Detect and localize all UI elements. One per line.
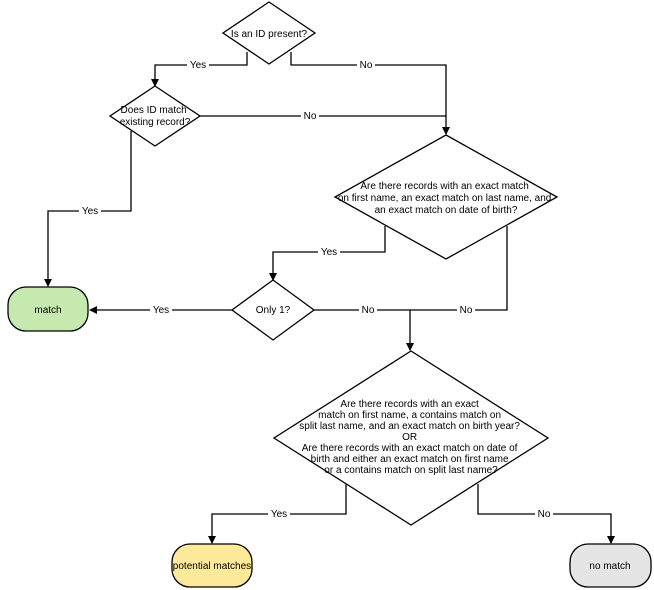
edge-label: No [357, 58, 375, 71]
decision-only-one: Only 1? [230, 279, 316, 341]
edge-label: Yes [150, 303, 172, 316]
svg-text:Yes: Yes [153, 305, 169, 316]
edge-label: Yes [318, 245, 340, 258]
decision-text: Is an ID present? [231, 29, 308, 40]
svg-text:No: No [360, 60, 373, 71]
edge-label: No [535, 507, 553, 520]
edge-only1-no [314, 309, 414, 351]
svg-text:No: No [460, 305, 473, 316]
edge-label: No [301, 109, 319, 122]
edge-label: No [359, 303, 377, 316]
svg-text:Yes: Yes [190, 60, 206, 71]
decision-text: Does ID match existing record? [120, 105, 191, 128]
terminal-match-shape [7, 286, 89, 332]
svg-text:No: No [304, 111, 317, 122]
edge-labels: Yes No No Yes Yes No Yes No [79, 58, 553, 520]
svg-text:No: No [362, 305, 375, 316]
svg-text:No: No [538, 509, 551, 520]
decision-text: Are there records with an exact match on… [299, 399, 522, 476]
decision-id-match: Does ID match existing record? [108, 85, 202, 147]
terminal-match: match [7, 286, 89, 332]
terminal-no-match-shape [569, 543, 652, 588]
svg-text:match: match [34, 305, 61, 316]
edge-exact-no [410, 226, 508, 311]
edge-label: Yes [79, 204, 101, 217]
edge-label: Yes [187, 58, 209, 71]
terminal-potential-shape [171, 543, 253, 588]
decision-exact-match: Are there records with an exact match on… [333, 134, 559, 260]
svg-text:Yes: Yes [321, 247, 337, 258]
decision-id-present: Is an ID present? [221, 1, 317, 65]
terminal-potential-matches: potential matches [171, 543, 253, 588]
decision-text: Are there records with an exact match on… [338, 181, 554, 216]
edge-label: Yes [268, 507, 290, 520]
svg-text:potential matches: potential matches [173, 561, 251, 572]
decision-text: Only 1? [256, 305, 291, 316]
svg-text:Yes: Yes [82, 206, 98, 217]
svg-text:Yes: Yes [271, 509, 287, 520]
terminal-no-match: no match [569, 543, 652, 588]
svg-text:no match: no match [589, 561, 630, 572]
decision-partial-match: Are there records with an exact match on… [272, 350, 550, 526]
edge-label: No [457, 303, 475, 316]
